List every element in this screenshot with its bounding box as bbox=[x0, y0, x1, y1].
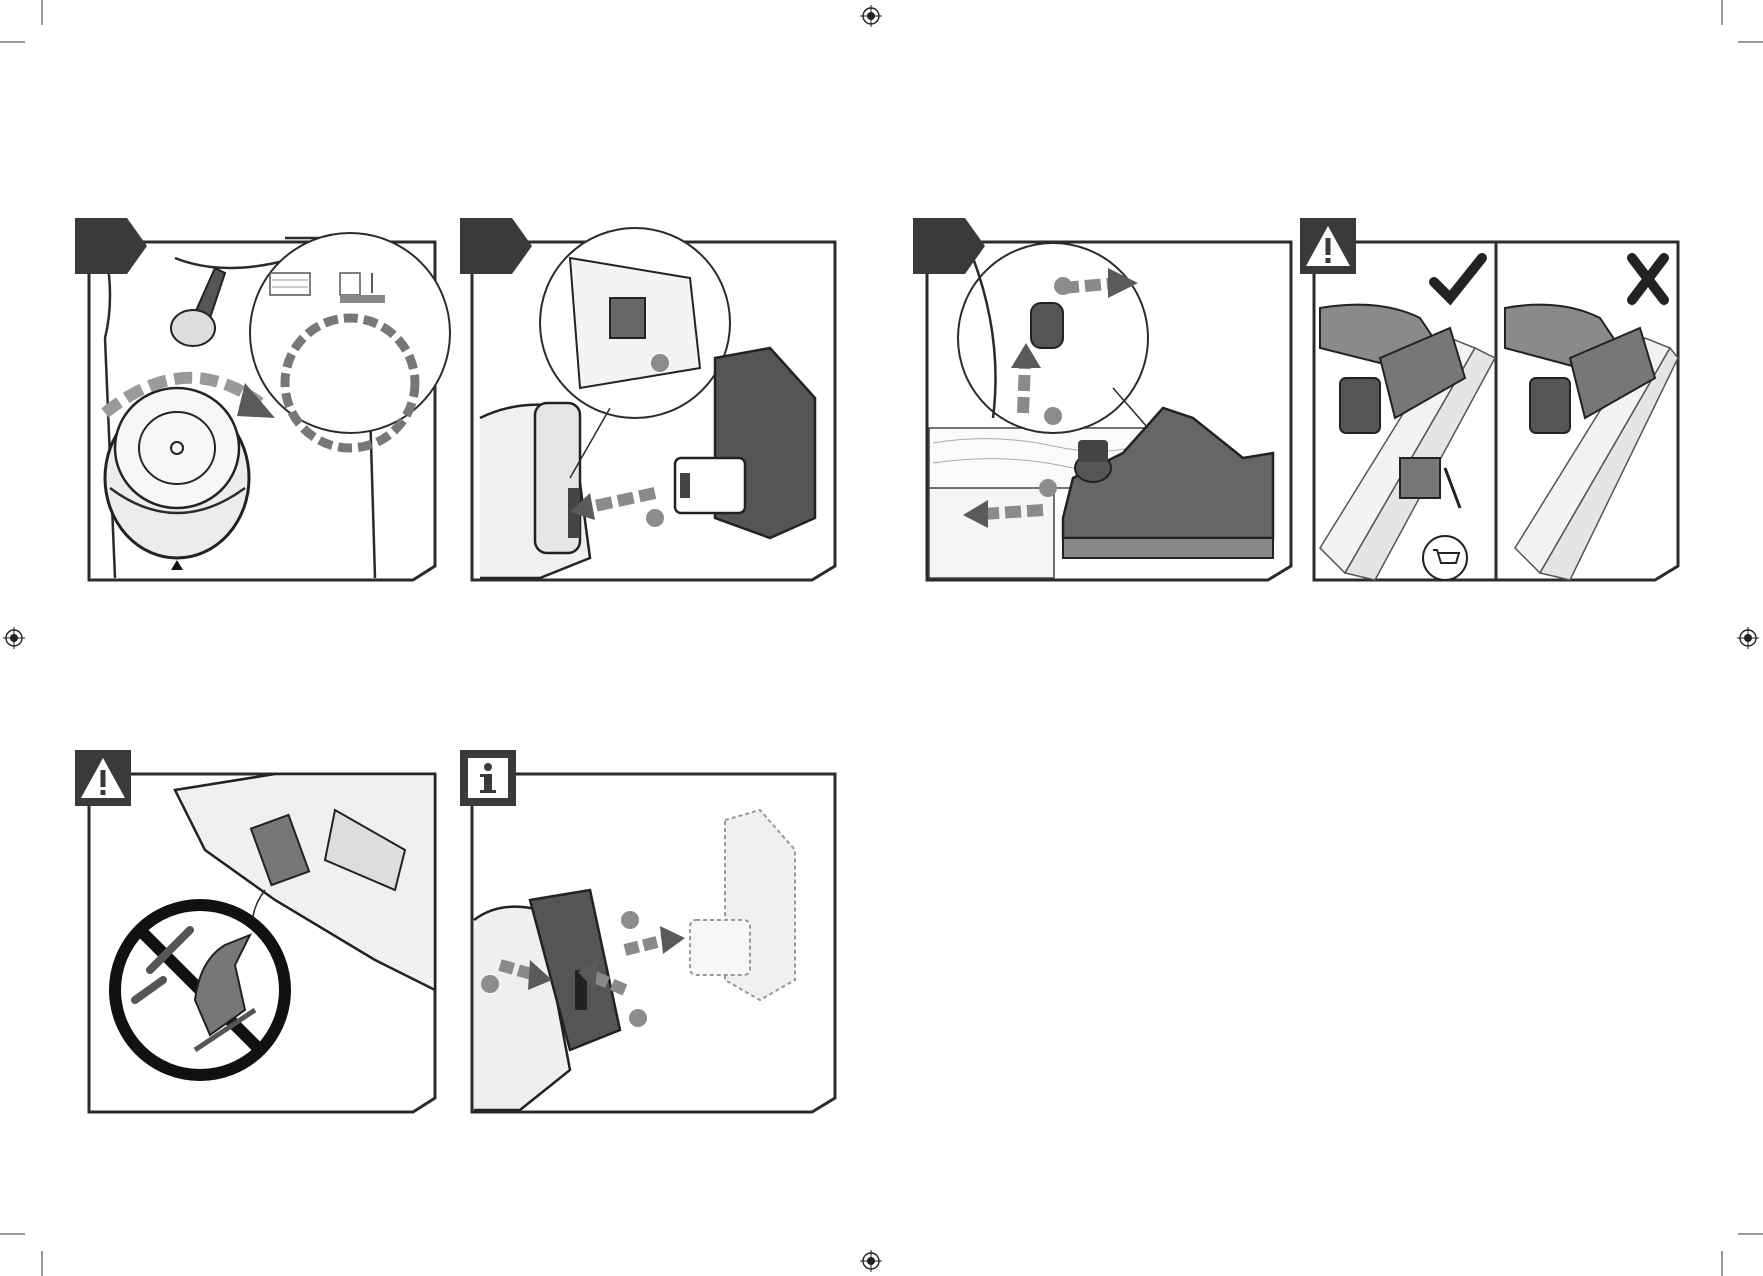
cross-icon bbox=[1626, 254, 1670, 304]
step-arrow-tab bbox=[75, 218, 147, 274]
panel-step-switch-on bbox=[913, 218, 1293, 588]
warning-triangle-icon bbox=[75, 750, 131, 806]
panel-step-depth-adjust bbox=[75, 218, 435, 588]
panel-step-battery-insert bbox=[460, 218, 840, 588]
panel-info-battery-remove bbox=[460, 750, 840, 1120]
panel-warning-blade bbox=[75, 750, 435, 1120]
warning-triangle-icon bbox=[1300, 218, 1356, 274]
info-icon bbox=[460, 750, 516, 806]
panel-warning-clamp bbox=[1300, 218, 1680, 588]
step-arrow-tab bbox=[460, 218, 532, 274]
workpiece-clamp-illustration bbox=[1300, 218, 1680, 588]
battery-remove-illustration bbox=[460, 750, 840, 1120]
checkmark-icon bbox=[1430, 254, 1486, 304]
step-arrow-tab bbox=[913, 218, 985, 274]
